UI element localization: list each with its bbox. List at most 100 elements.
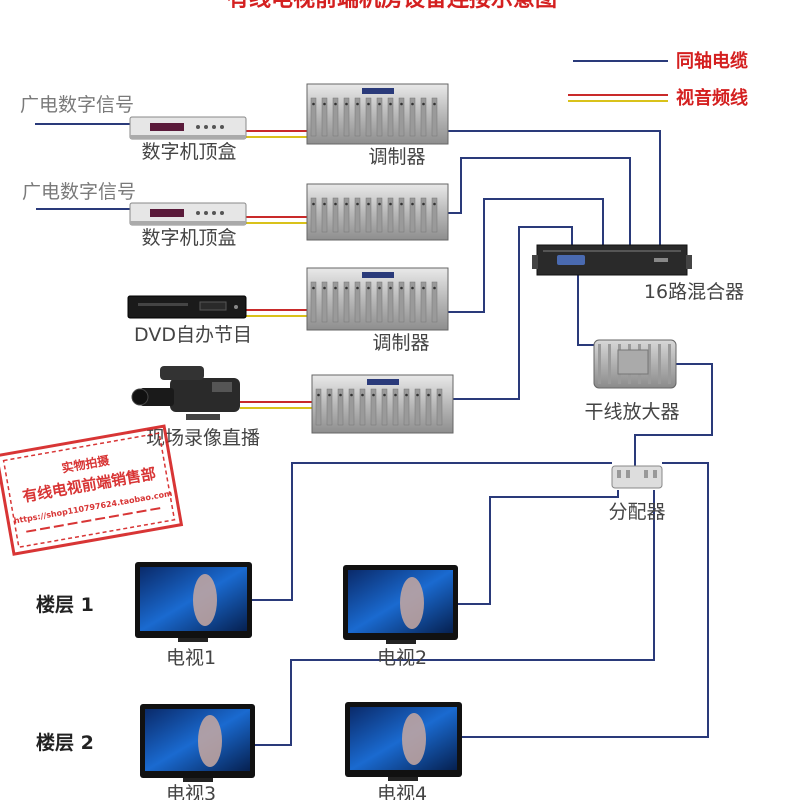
device-label-4: 现场录像直播: [146, 427, 260, 449]
rack-knob: [433, 286, 436, 290]
rack-knob: [389, 202, 392, 206]
rack-knob: [361, 393, 364, 397]
rack-slot: [392, 388, 399, 426]
device-label-1: 数字机顶盒: [141, 141, 236, 163]
av-cables: [240, 130, 312, 409]
rack-slot: [409, 97, 416, 137]
rack-knob: [345, 286, 348, 290]
rack-knob: [378, 102, 381, 106]
rack-slot: [315, 388, 322, 426]
rack-slot: [321, 197, 328, 233]
rack-knob: [411, 286, 414, 290]
rack-knob: [328, 393, 331, 397]
rack-knob: [312, 202, 315, 206]
signal-label-2: 广电数字信号: [22, 181, 136, 203]
coax-mod1-to-mixer: [448, 130, 661, 245]
coax-cables: [35, 123, 713, 746]
coax-mixer-to-amp: [577, 275, 594, 346]
mixer-label: 16路混合器: [644, 281, 744, 303]
rack-slot: [332, 197, 339, 233]
rack-slot: [365, 197, 372, 233]
rack-slot: [409, 197, 416, 233]
rack-slot: [398, 281, 405, 323]
dvd-player: [127, 295, 247, 319]
amp-fin: [608, 344, 611, 384]
rack-knob: [411, 102, 414, 106]
rack-knob: [389, 102, 392, 106]
rack-slot: [414, 388, 421, 426]
rack-slot: [365, 281, 372, 323]
rack-knob: [411, 202, 414, 206]
modulator-label-1: 调制器: [368, 146, 425, 168]
rack-knob: [350, 393, 353, 397]
rack-knob: [334, 202, 337, 206]
modulator-2: [306, 183, 449, 241]
legend-av-label: 视音频线: [676, 87, 748, 109]
rack-slot: [420, 97, 427, 137]
rack-slot: [398, 197, 405, 233]
rack-knob: [367, 202, 370, 206]
source-labels: 广电数字信号 广电数字信号 数字机顶盒 数字机顶盒 DVD自办节目 现场录像直播: [20, 94, 260, 449]
rack-slot: [343, 197, 350, 233]
rack-slot: [354, 281, 361, 323]
rack-slot: [420, 281, 427, 323]
splitter-label: 分配器: [608, 501, 665, 523]
coax-amp-to-splitter: [634, 363, 713, 468]
rack-slot: [387, 197, 394, 233]
rack-knob: [422, 286, 425, 290]
coax-splitter-to-tv2: [458, 490, 619, 605]
tv-label-3: 电视3: [166, 783, 216, 800]
rack-knob: [400, 286, 403, 290]
rack-knob: [334, 286, 337, 290]
rack-slot: [343, 281, 350, 323]
floor-label-2: 楼层 2: [36, 731, 94, 754]
rack-knob: [345, 102, 348, 106]
device-label-3: DVD自办节目: [134, 324, 252, 346]
tv-2: [343, 565, 458, 644]
rack-slot: [348, 388, 355, 426]
rack-knob: [323, 286, 326, 290]
rack-slot: [326, 388, 333, 426]
modulator-1: [306, 83, 449, 145]
tv-4: [345, 702, 462, 781]
rack-knob: [312, 102, 315, 106]
rack-slot: [381, 388, 388, 426]
rack-knob: [422, 102, 425, 106]
coax-splitter-to-tv4: [462, 462, 709, 738]
floor-label-1: 楼层 1: [36, 593, 94, 616]
rack-slot: [425, 388, 432, 426]
rack-knob: [383, 393, 386, 397]
signal-label-1: 广电数字信号: [20, 94, 134, 116]
rack-knob: [312, 286, 315, 290]
rack-slot: [332, 281, 339, 323]
rack-knob: [356, 286, 359, 290]
rack-slot: [431, 197, 438, 233]
rack-slot: [431, 97, 438, 137]
stamp-text-line2: 实物拍摄: [60, 452, 111, 475]
device-label-2: 数字机顶盒: [141, 227, 236, 249]
splitter: [611, 465, 663, 489]
coax-splitter-to-tv3: [255, 490, 655, 746]
rack-knob: [378, 202, 381, 206]
amp-fin: [598, 344, 601, 384]
rack-slot: [436, 388, 443, 426]
rack-slot: [403, 388, 410, 426]
rack-knob: [317, 393, 320, 397]
rack-knob: [394, 393, 397, 397]
modulator-4: [311, 374, 454, 434]
modulator-label-3: 调制器: [372, 332, 429, 354]
tv-label-2: 电视2: [377, 647, 427, 669]
rack-knob: [438, 393, 441, 397]
rack-slot: [321, 97, 328, 137]
rack-slot: [370, 388, 377, 426]
rack-knob: [367, 286, 370, 290]
rack-knob: [433, 202, 436, 206]
video-camera: [131, 366, 240, 420]
rack-knob: [339, 393, 342, 397]
rack-slot: [387, 97, 394, 137]
rack-knob: [433, 102, 436, 106]
rack-slot: [332, 97, 339, 137]
diagram-title: 有线电视前端机房设备连接示意图: [227, 0, 557, 12]
coax-mod4-to-mixer: [448, 226, 573, 400]
